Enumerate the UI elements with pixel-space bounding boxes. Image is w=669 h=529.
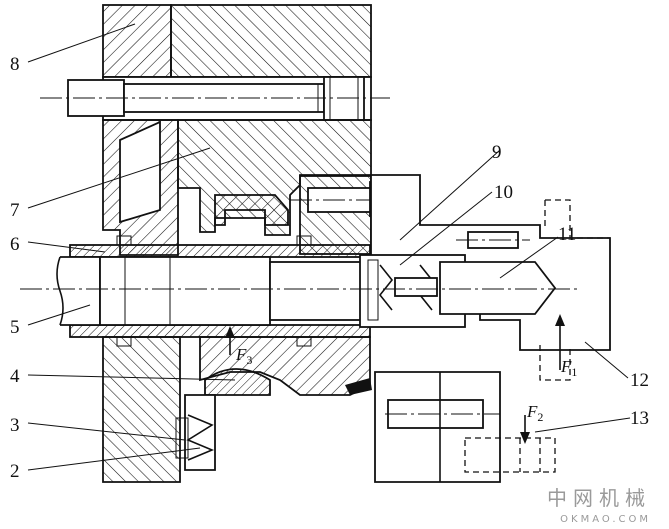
callout-4: 4: [10, 366, 20, 387]
callout-10: 10: [494, 182, 513, 203]
callout-5: 5: [10, 317, 20, 338]
force-label-f1: F1: [560, 357, 577, 379]
callout-labels: 8 7 6 5 4 3 2 9 10 11 12 13: [10, 54, 649, 482]
callout-2: 2: [10, 461, 20, 482]
part-5-6-spindle: [56, 235, 371, 347]
callout-13: 13: [630, 408, 649, 429]
callout-11: 11: [558, 224, 576, 245]
leader-lines: [27, 23, 631, 471]
force-label-f3: F3: [235, 345, 252, 367]
part-13-lower-right-block: [374, 371, 556, 483]
part-2-3-spring-assembly: [175, 394, 216, 471]
callout-12: 12: [630, 370, 649, 391]
callout-3: 3: [10, 415, 20, 436]
force-arrows: [225, 314, 565, 444]
force-label-f2: F2: [526, 402, 543, 424]
callout-8: 8: [10, 54, 20, 75]
force-labels: F1 F2 F3: [235, 345, 577, 424]
watermark-en: OKMAO.COM: [560, 514, 651, 525]
callout-9: 9: [492, 142, 502, 163]
part-4-lower-housing: [102, 336, 372, 483]
watermark-cn: 中网机械: [547, 486, 651, 510]
callout-6: 6: [10, 234, 20, 255]
callout-7: 7: [10, 200, 20, 221]
top-clamp-bolt: [40, 76, 390, 121]
part-12-dashed-outline: [539, 199, 610, 381]
part-10-11-spring-pin: [359, 231, 557, 328]
